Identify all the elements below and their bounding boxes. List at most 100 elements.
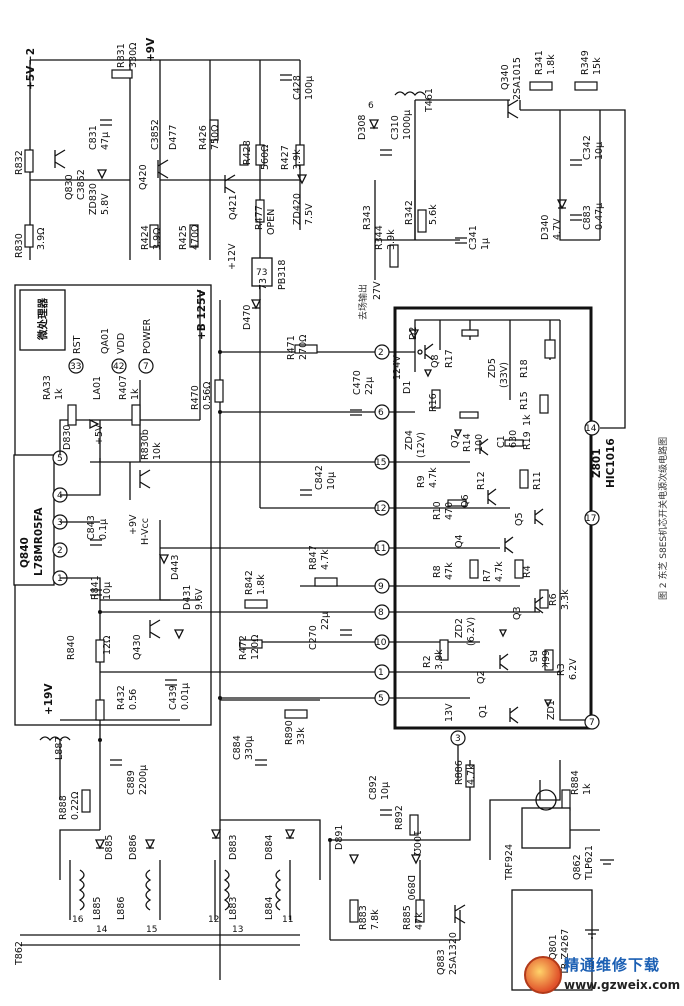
schematic-symbol [514, 559, 524, 579]
schematic-label: 1k [582, 783, 593, 795]
schematic-label: R842 [244, 570, 255, 595]
rail-b125v: +B 125V [196, 289, 208, 340]
schematic-label: 1.8k [256, 574, 267, 595]
schematic-label: 1000μ [402, 110, 413, 140]
schematic-symbol [59, 740, 101, 880]
schematic-symbol [504, 536, 514, 554]
schematic-label: R7 [482, 569, 493, 582]
schematic-label: R8 [432, 565, 443, 578]
schematic-symbol [239, 144, 249, 166]
schematic-label: R884 [570, 770, 581, 795]
schematic-symbol [507, 99, 519, 119]
schematic-label: 124V [392, 355, 403, 380]
schematic-symbol [111, 358, 127, 374]
schematic-label: Q5 [514, 512, 525, 526]
rail-5v: +5V [94, 424, 105, 445]
schematic-symbol [394, 91, 426, 97]
schematic-symbol [250, 299, 262, 310]
schematic-label: 100Ω [411, 830, 422, 855]
schematic-label: C310 [390, 115, 401, 140]
schematic-symbol [210, 829, 222, 840]
schematic-label: 0.56Ω [202, 382, 213, 410]
schematic-label: 0.01μ [180, 683, 191, 710]
schematic-label: C342 [582, 135, 593, 160]
schematic-symbol [131, 404, 141, 426]
schematic-symbol [223, 869, 230, 911]
schematic-label: 4 [57, 491, 63, 501]
schematic-label: D883 [228, 835, 239, 860]
schematic-label: R343 [362, 205, 373, 230]
schematic-symbol [498, 629, 508, 638]
schematic-label: 1k [54, 388, 65, 400]
ic-z801-transistors [424, 343, 544, 724]
schematic-label: C884 [232, 735, 243, 760]
schematic-label: R425 [178, 225, 189, 250]
schematic-label: D884 [264, 835, 275, 860]
schematic-label: R892 [394, 805, 405, 830]
schematic-label: R407 [118, 375, 129, 400]
schematic-symbol [98, 738, 102, 742]
schematic-label: 6 [378, 408, 384, 418]
schematic-label: R830b [140, 429, 151, 460]
schematic-symbol [20, 934, 300, 946]
schematic-label: PB318 [277, 260, 288, 290]
schematic-label: 3.9k [386, 229, 397, 250]
schematic-symbol [543, 699, 553, 708]
schematic-label: Q3 [512, 606, 523, 620]
schematic-label: 7.8k [370, 909, 381, 930]
schematic-symbol [39, 736, 71, 742]
schematic-label: D2 [408, 327, 419, 340]
schematic-symbol [374, 180, 416, 280]
schematic-label: R888 [58, 795, 69, 820]
schematic-label: R840 [66, 635, 77, 660]
r17-resistor [461, 329, 479, 337]
schematic-label: (12V) [416, 432, 427, 458]
schematic-label: R16 [428, 393, 439, 412]
schematic-symbol [561, 789, 571, 811]
schematic-label: Q2 [476, 670, 487, 684]
schematic-symbol [408, 329, 420, 340]
schematic-symbol [410, 854, 422, 865]
schematic-symbol [54, 149, 66, 169]
schematic-label: R471 [286, 335, 297, 360]
schematic-symbol [455, 237, 467, 244]
schematic-label: R831 [116, 43, 127, 68]
schematic-label: D431 [182, 585, 193, 610]
schematic-symbol [52, 542, 68, 558]
schematic-label: R9 [416, 475, 427, 488]
watermark-emblem-icon [524, 956, 562, 994]
schematic-label: D477 [168, 125, 179, 150]
schematic-symbol [24, 149, 34, 173]
mcu-pins: 33 42 7 RST QA01 VDD POWER [68, 318, 154, 374]
schematic-symbol [209, 119, 219, 141]
schematic-symbol [173, 629, 185, 640]
schematic-symbol [431, 389, 441, 409]
schematic-symbol [219, 280, 261, 980]
schematic-symbol [389, 244, 399, 268]
schematic-label: T862 [14, 941, 25, 966]
schematic-label: D891 [334, 825, 345, 850]
schematic-label: 17 [585, 514, 596, 524]
schematic-symbol [350, 409, 362, 416]
schematic-label: R18 [519, 359, 530, 378]
schematic-label: R5 [527, 650, 538, 663]
schematic-symbol [94, 839, 106, 850]
schematic-label: 73 [256, 268, 267, 278]
schematic-symbol [348, 854, 360, 865]
schematic-label: 1k [522, 414, 533, 426]
schematic-symbol [280, 74, 292, 81]
component-labels: R831 330Ω R832 Q830 C3852 C831 47μ ZD830… [14, 43, 605, 976]
watermark-url: www.gzweix.com [564, 978, 681, 992]
schematic-label: C842 [314, 465, 325, 490]
schematic-symbol [329, 840, 421, 940]
schematic-label: C439 [168, 685, 179, 710]
schematic-label: Q830 [64, 174, 75, 200]
schematic-symbol [100, 119, 112, 126]
schematic-label: 470 [444, 502, 455, 520]
schematic-label: 1μ [480, 238, 491, 250]
watermark-logo: 精通维修下载 www.gzweix.com [520, 948, 680, 1004]
schematic-label: R427 [280, 145, 291, 170]
schematic-symbol [454, 904, 466, 924]
schematic-label: Q6 [460, 494, 471, 508]
schematic-symbol [90, 539, 102, 546]
